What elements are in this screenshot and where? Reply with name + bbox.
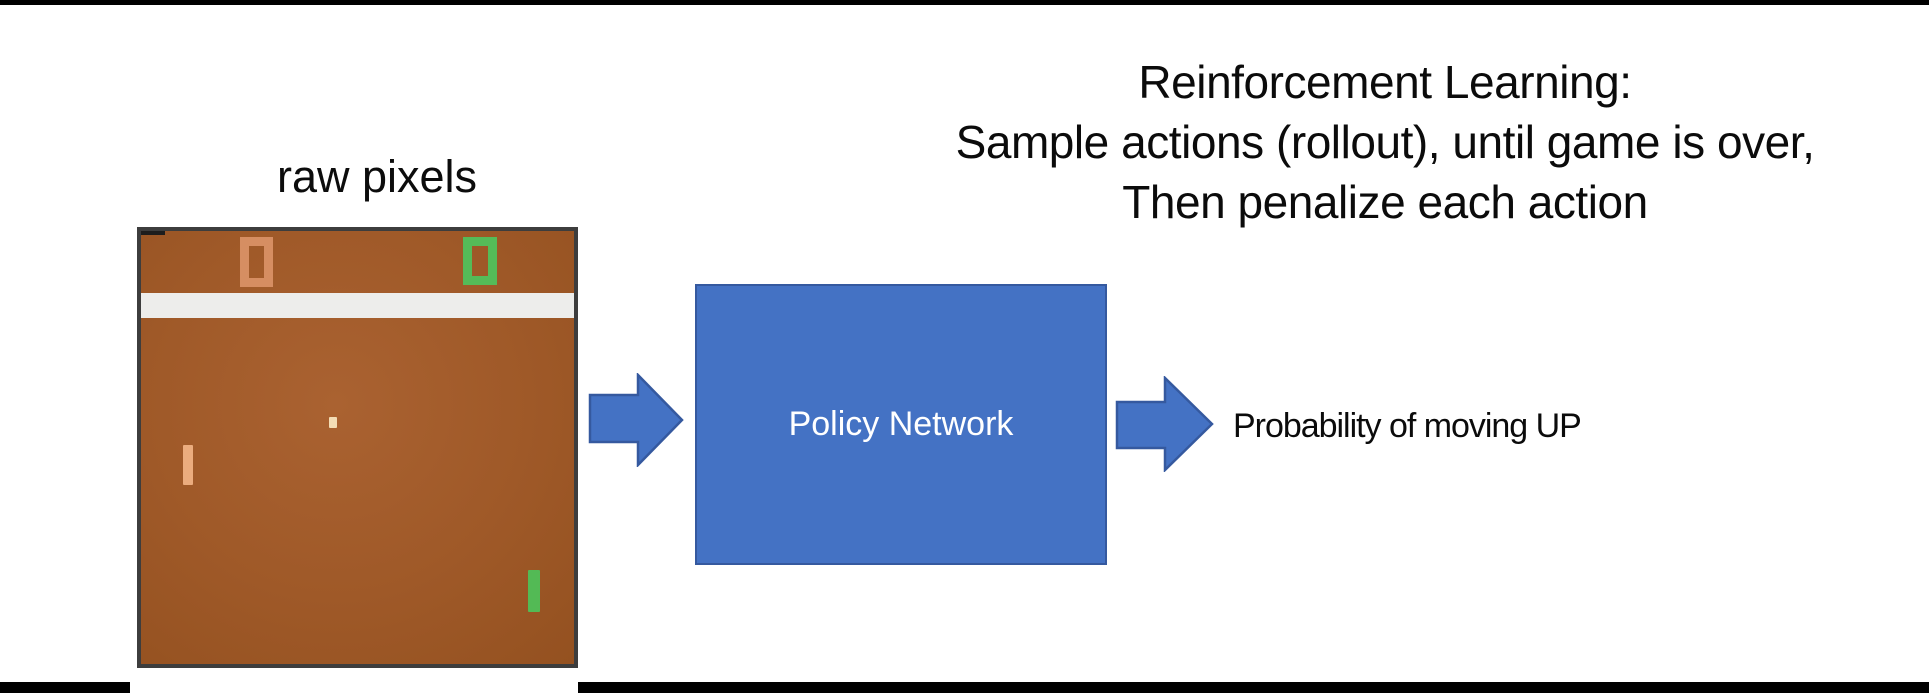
right-paddle (528, 570, 540, 612)
policy-network-box: Policy Network (695, 284, 1107, 565)
ball (329, 417, 337, 428)
board-notch (141, 231, 165, 235)
bottom-black-bar (0, 682, 1929, 693)
top-black-bar (0, 0, 1929, 5)
pong-game-image (137, 227, 578, 668)
title-line-2: Sample actions (rollout), until game is … (955, 116, 1815, 168)
right-score-zero (463, 237, 497, 285)
left-score-zero (240, 237, 273, 287)
left-paddle (183, 445, 193, 485)
arrow-right-icon (588, 373, 684, 467)
title-line-1: Reinforcement Learning: (1138, 56, 1632, 108)
raw-pixels-label: raw pixels (276, 151, 478, 202)
title-line-3: Then penalize each action (1122, 176, 1648, 228)
slide-title: Reinforcement Learning: Sample actions (… (840, 52, 1929, 232)
court-divider-band (141, 293, 574, 318)
policy-network-label: Policy Network (788, 405, 1014, 443)
arrow-right-icon (1115, 376, 1214, 472)
probability-output-label: Probability of moving UP (1233, 407, 1582, 445)
